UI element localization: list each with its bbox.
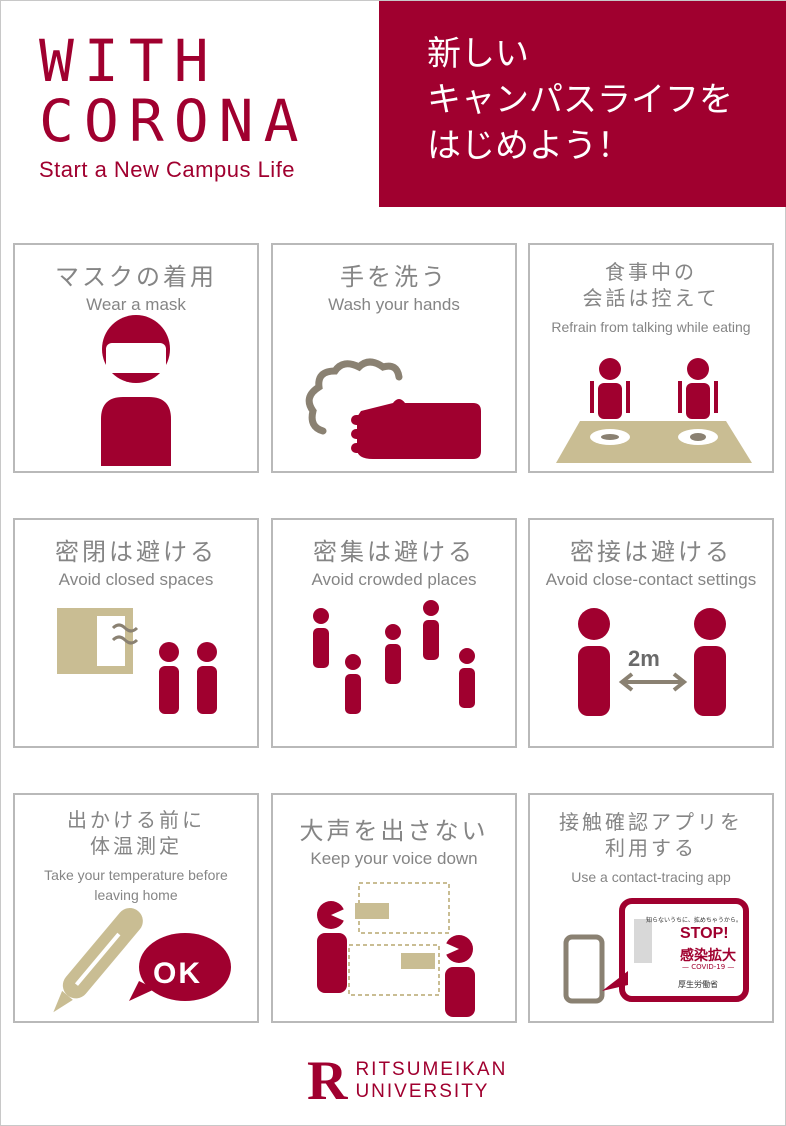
university-logo: R RITSUMEIKAN UNIVERSITY [307, 1050, 507, 1112]
hand-wash-icon [305, 358, 481, 459]
poster-top: 知らないうちに、拡めちゃうから。 [646, 917, 742, 924]
card-tracing-app: 接触確認アプリを 利用する Use a contact-tracing app … [528, 793, 774, 1023]
banner-line2: キャンパスライフを [427, 80, 733, 120]
headline-banner: 新しい キャンパスライフを はじめよう！ [379, 1, 786, 207]
card-closed-spaces: 密閉は避ける Avoid closed spaces [13, 518, 259, 748]
talking-icon [317, 882, 475, 1017]
logo-line1: RITSUMEIKAN [355, 1059, 508, 1080]
banner-line1: 新しい [427, 34, 529, 74]
card-jp-1: 食事中の [605, 260, 697, 284]
card-en: Avoid closed spaces [58, 570, 214, 589]
distance-icon [578, 608, 726, 716]
card-en: Avoid crowded places [311, 570, 477, 589]
card-dining: 食事中の 会話は控えて Refrain from talking while e… [528, 243, 774, 473]
card-mask: マスクの着用 Wear a mask [13, 243, 259, 473]
poster-ministry: 厚生労働省 [678, 980, 718, 989]
card-jp-1: 出かける前に [67, 808, 205, 832]
subtitle: Start a New Campus Life [39, 157, 296, 182]
poster-main: 感染拡大 [680, 948, 736, 964]
card-jp-2: 会話は控えて [582, 286, 720, 310]
card-en: Refrain from talking while eating [551, 319, 751, 335]
crowd-icon [313, 600, 475, 714]
card-en: Wash your hands [328, 295, 460, 314]
distance-label: 2m [628, 646, 660, 671]
card-crowded-places: 密集は避ける Avoid crowded places [271, 518, 517, 748]
card-temperature: 出かける前に 体温測定 Take your temperature before… [13, 793, 259, 1023]
card-jp: 密接は避ける [570, 538, 732, 566]
poster-covid: — COVID-19 — [682, 963, 735, 971]
title-with: WITH [39, 27, 219, 95]
banner-line3: はじめよう！ [427, 126, 631, 166]
card-jp-2: 体温測定 [90, 834, 182, 858]
card-voice-down: 大声を出さない Keep your voice down [271, 793, 517, 1023]
card-jp: マスクの着用 [55, 263, 217, 291]
card-en: Avoid close-contact settings [545, 570, 757, 589]
card-handwash: 手を洗う Wash your hands [271, 243, 517, 473]
poster-stop: STOP! [680, 925, 729, 942]
card-jp-2: 利用する [605, 836, 697, 860]
card-en-2: leaving home [94, 887, 178, 903]
card-jp: 大声を出さない [299, 817, 489, 845]
card-close-contact: 密接は避ける Avoid close-contact settings 2m [528, 518, 774, 748]
title-corona: CORONA [39, 87, 309, 155]
logo-mark: R [307, 1050, 348, 1112]
card-en: Keep your voice down [310, 849, 478, 868]
card-jp: 手を洗う [340, 263, 448, 291]
card-jp: 密集は避ける [313, 538, 475, 566]
card-en: Use a contact-tracing app [571, 869, 731, 885]
closed-space-icon [57, 608, 217, 714]
brand-block: WITH CORONA Start a New Campus Life [39, 31, 309, 183]
card-jp: 密閉は避ける [55, 538, 217, 566]
logo-text: RITSUMEIKAN UNIVERSITY [355, 1059, 507, 1103]
card-jp-1: 接触確認アプリを [559, 810, 743, 834]
card-en-1: Take your temperature before [44, 867, 228, 883]
thermometer-icon [53, 908, 231, 1013]
card-en: Wear a mask [86, 295, 186, 314]
phone-app-icon [563, 898, 749, 1004]
person-mask-icon [101, 315, 171, 466]
ok-label: OK [153, 957, 202, 990]
dining-icon [556, 358, 752, 463]
logo-line2: UNIVERSITY [355, 1081, 490, 1102]
